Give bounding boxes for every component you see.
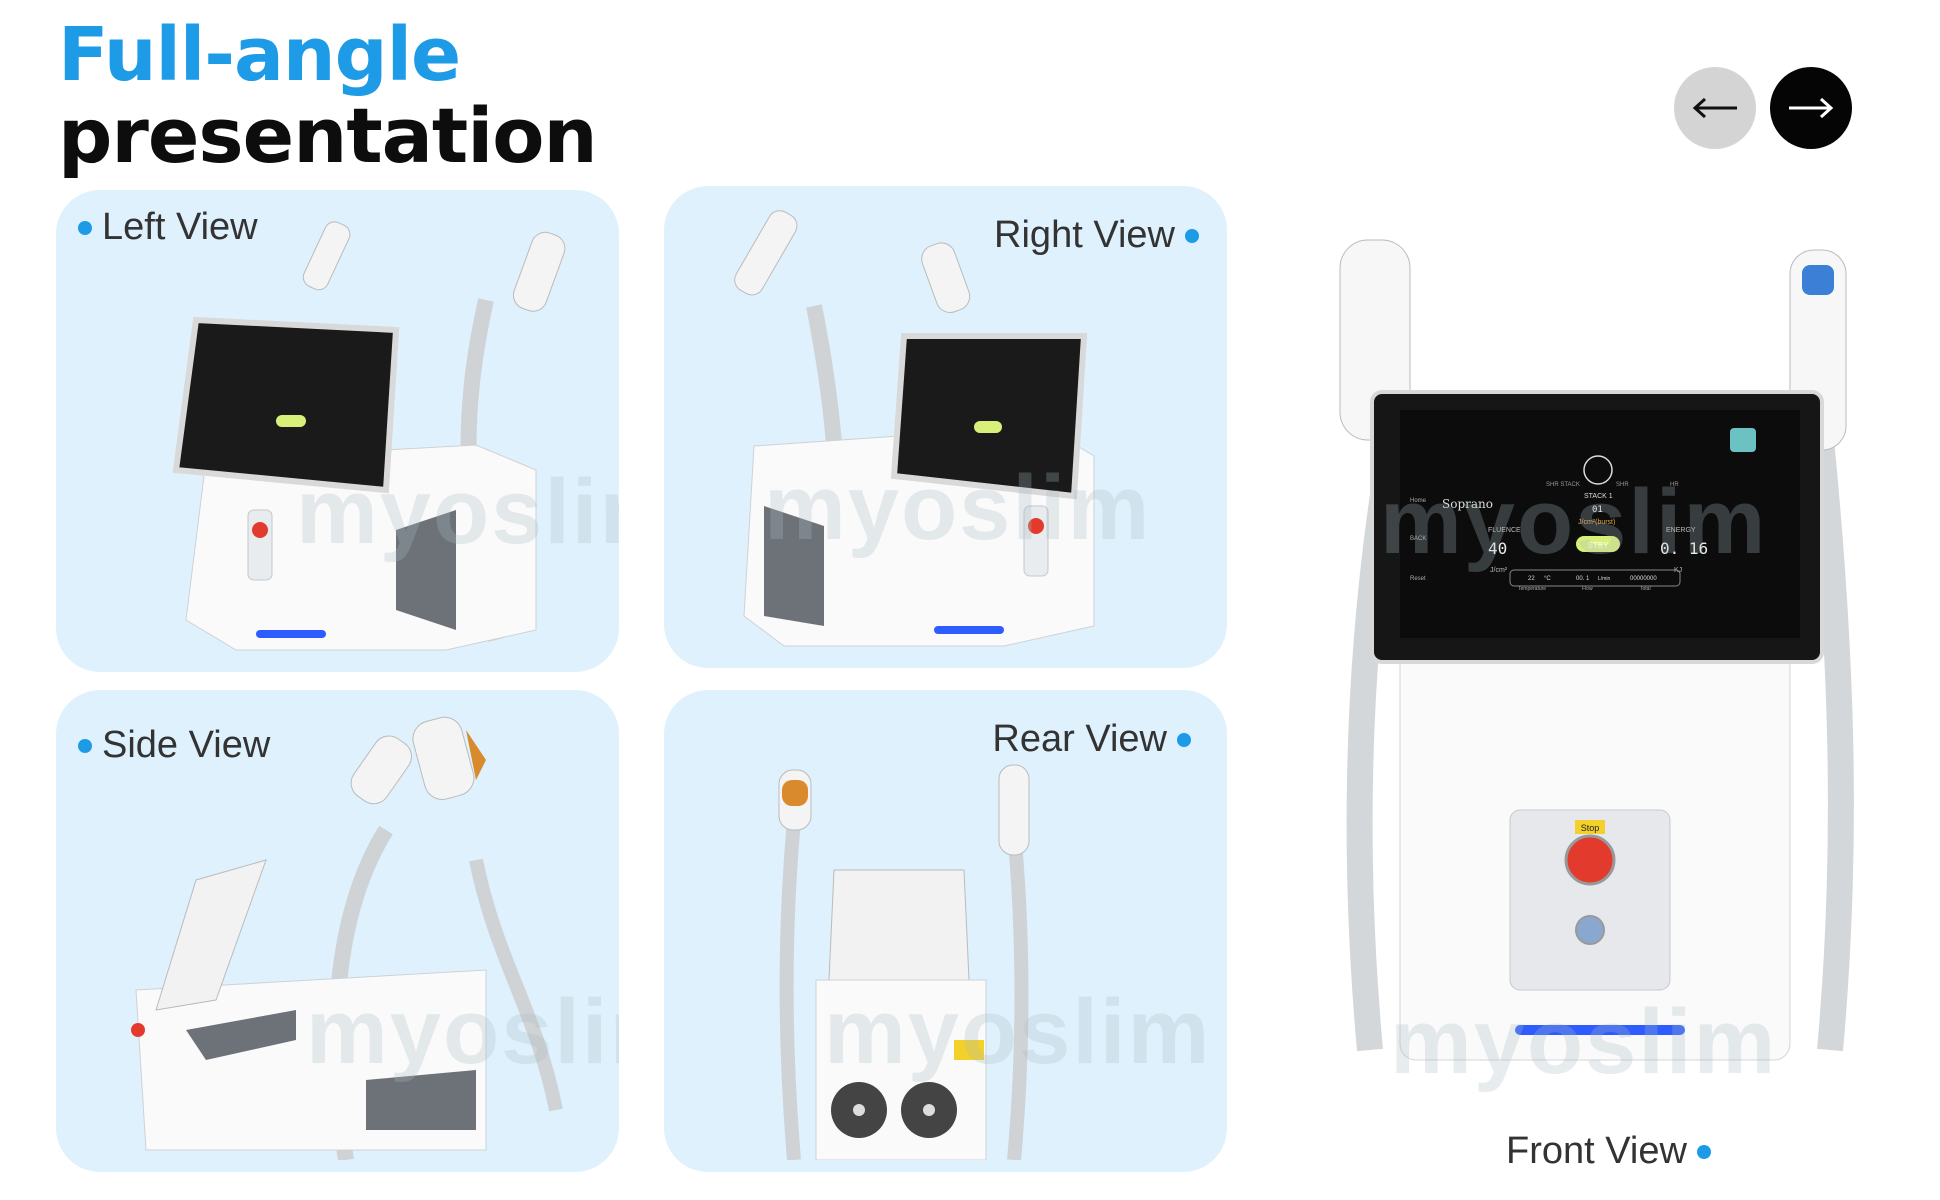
side-view-text: Side View [102, 724, 271, 766]
next-button[interactable] [1770, 67, 1852, 149]
side-view-device-image [131, 716, 563, 1160]
title-line-1: Full-angle [58, 12, 461, 98]
arrow-right-icon [1789, 97, 1834, 119]
rear-view-text: Rear View [992, 718, 1167, 760]
screen-reset: Reset [1410, 576, 1426, 582]
flow-unit: L/min [1598, 576, 1610, 582]
screen-brand: Soprano [1442, 497, 1493, 511]
stop-label: Stop [1581, 823, 1600, 833]
left-view-device-image [172, 221, 566, 651]
screen-tab-hr: HR [1670, 482, 1679, 488]
energy-label: ENERGY [1666, 527, 1696, 534]
bullet-dot [1177, 732, 1191, 747]
screen-tab-shr-stack: SHR STACK [1546, 482, 1580, 488]
fluence-value: 40 [1488, 539, 1507, 558]
flow-label: Flow [1582, 586, 1593, 592]
stack-value: 01 [1592, 505, 1603, 515]
stack-label: STACK 1 [1584, 493, 1613, 500]
screen-back: BACK [1410, 536, 1426, 542]
temp-unit: °C [1544, 576, 1551, 582]
front-view-device-image: Stop Soprano SHR STACK SHR HR Home BACK … [1339, 239, 1854, 1061]
left-view-text: Left View [102, 206, 258, 248]
temp-label: Temperature [1518, 586, 1546, 592]
total-value: 00000000 [1630, 576, 1657, 582]
side-view-label: Side View [78, 724, 270, 767]
stack-unit: J/cm²(burst) [1578, 519, 1615, 526]
flow-value: 00. 1 [1576, 576, 1590, 582]
stby-button[interactable]: STBY [1588, 541, 1610, 550]
rear-view-card[interactable]: Rear View myoslim [664, 690, 1227, 1172]
total-label: Total [1640, 586, 1651, 592]
right-view-label: Right View [994, 214, 1199, 257]
page-title: Full-angle presentation [58, 12, 598, 180]
temp-value: 22 [1528, 576, 1535, 582]
left-view-label: Left View [78, 206, 258, 249]
right-view-device-image [734, 210, 1095, 647]
rear-view-device-image [778, 764, 1030, 1160]
screen-tab-shr: SHR [1616, 482, 1629, 488]
front-view-label: Front View [1506, 1130, 1711, 1173]
energy-value: 0. 16 [1660, 539, 1708, 558]
right-view-text: Right View [994, 214, 1175, 256]
bullet-dot [78, 220, 92, 235]
left-view-card[interactable]: Left View myoslim [56, 190, 619, 672]
bullet-dot [1696, 1144, 1711, 1159]
bullet-dot [1185, 228, 1199, 243]
bullet-dot [78, 738, 92, 753]
fluence-unit: J/cm² [1490, 567, 1508, 574]
front-view-text: Front View [1506, 1130, 1687, 1172]
title-line-2: presentation [58, 91, 598, 180]
right-view-card[interactable]: Right View myoslim [664, 186, 1227, 668]
arrow-left-icon [1692, 97, 1737, 119]
screen-home: Home [1410, 498, 1427, 504]
rear-view-label: Rear View [992, 718, 1191, 761]
fluence-label: FLUENCE [1488, 527, 1521, 534]
prev-button[interactable] [1674, 67, 1756, 149]
side-view-card[interactable]: Side View myoslim [56, 690, 619, 1172]
